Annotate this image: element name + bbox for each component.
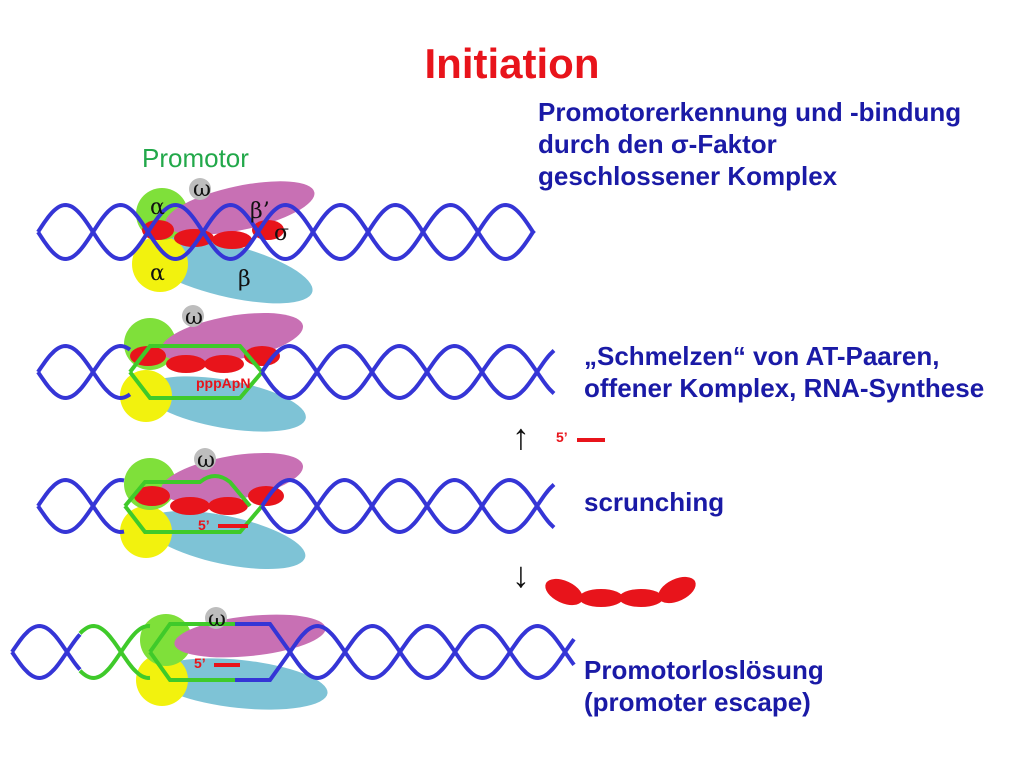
alpha-subunit-bottom [132,236,188,292]
beta-prime-label: β’ [250,199,270,224]
step-3-description: scrunching [584,486,724,518]
rna-five-prime-label: 5’ [194,655,206,671]
page-title: Initiation [424,40,600,87]
sigma-factor [134,486,284,515]
open-complex: ω pppApN [36,305,556,432]
reannealed-dna [78,623,151,681]
step-1-line-1: Promotorerkennung und -bindung [538,97,962,127]
released-sigma-factor [545,576,696,607]
dna-left-b [36,477,125,535]
transcription-bubble [235,622,292,682]
beta-subunit [144,510,306,570]
step-2-line-1: „Schmelzen“ von AT-Paaren, [584,341,940,371]
dna-right-a [260,343,556,401]
melted-dna-bubble [148,622,235,682]
step-4-line-2: (promoter escape) [584,687,811,717]
step-3-line-1: scrunching [584,487,725,517]
dna-right-b [260,477,556,535]
step-1-description: Promotorerkennung und -bindung durch den… [538,96,961,192]
alpha-subunit-bottom [136,654,188,706]
dna-right-a [288,623,576,681]
omega-label: ω [185,305,203,330]
dna-right-b [288,623,576,681]
dna-right-b [260,343,556,401]
step-2-line-2: offener Komplex, RNA-Synthese [584,373,985,403]
promotor-label: Promotor [142,143,249,173]
step-1-line-3: geschlossener Komplex [538,161,838,191]
omega-label: ω [193,177,211,202]
dna-left-a [36,477,125,535]
dna-left-a [36,343,132,401]
up-arrow-icon: ↑ [512,416,530,457]
short-rna-transcript: 5’ [556,429,605,445]
alpha-bottom-label: α [150,261,165,286]
dna-strand-b [36,202,536,262]
promoter-escape-complex: ω 5’ [10,607,576,710]
scrunching-complex: ω 5’ [36,448,556,570]
melted-dna-bubble [128,344,264,400]
melted-dna-bubble [123,474,264,534]
dna-left-b [36,343,132,401]
step-2-description: „Schmelzen“ von AT-Paaren, offener Kompl… [584,340,984,404]
beta-subunit [144,376,306,432]
dna-strand-a [36,202,536,262]
beta-subunit [152,658,328,710]
alpha-top-label: α [150,195,165,220]
dna-left-b [10,623,82,671]
omega-subunit [194,448,216,470]
beta-label: β [238,267,251,292]
rna-five-prime-label: 5’ [198,517,210,533]
omega-label: ω [208,607,226,632]
sigma-label: σ [274,221,289,246]
rna-five-prime-label: 5’ [556,429,568,445]
dna-left-a [10,633,82,681]
step-4-line-1: Promotorloslösung [584,655,824,685]
step-4-description: Promotorloslösung (promoter escape) [584,654,824,718]
rna-primer-label: pppApN [196,375,250,391]
reannealed-dna-b [78,623,151,681]
omega-subunit [182,305,204,327]
step-1-line-2: durch den σ-Faktor [538,129,777,159]
omega-label: ω [197,448,215,473]
down-arrow-icon: ↓ [512,554,530,595]
dna-right-a [260,477,556,535]
omega-subunit [189,178,211,200]
closed-complex: α α ω β’ σ β [36,177,536,304]
